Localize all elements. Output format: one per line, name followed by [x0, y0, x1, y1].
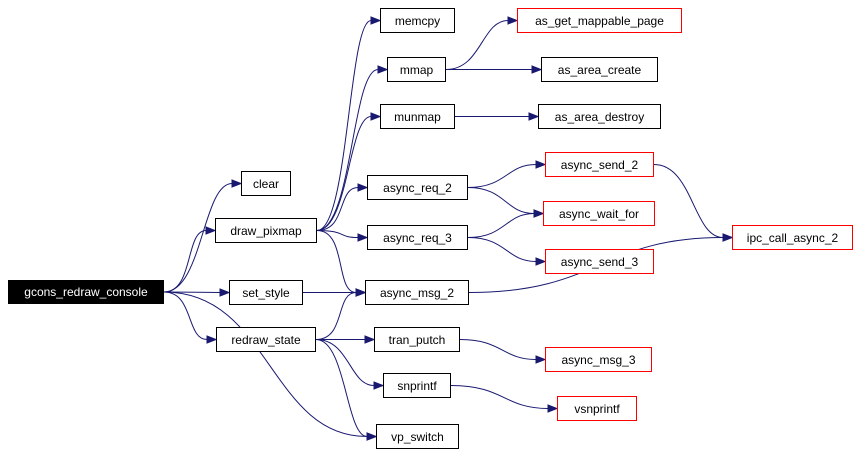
edge-line	[467, 213, 535, 238]
edge-arrowhead	[355, 288, 367, 297]
edge-arrowhead	[722, 233, 734, 242]
edge-line	[315, 339, 375, 386]
edge-line	[316, 230, 359, 238]
edge-snprintf-to-vsnprintf	[450, 385, 559, 413]
edge-arrowhead	[205, 226, 217, 235]
edge-redraw-state-to-snprintf	[315, 339, 385, 390]
node-mmap[interactable]: mmap	[387, 57, 446, 82]
edge-line	[459, 339, 537, 360]
node-gcons-redraw-console[interactable]: gcons_redraw_console	[8, 280, 164, 304]
node-async-req-2[interactable]: async_req_2	[367, 175, 468, 200]
edge-line	[315, 339, 368, 437]
node-async-wait-for[interactable]: async_wait_for	[543, 201, 655, 226]
edge-mmap-to-as-area-create	[446, 65, 543, 74]
edge-line	[163, 230, 207, 293]
edge-async-req-3-to-async-send-3	[467, 237, 547, 266]
edge-redraw-state-to-async-msg-2	[315, 288, 367, 340]
edge-arrowhead	[507, 16, 519, 25]
edge-line	[316, 187, 359, 231]
edge-line	[163, 291, 368, 437]
node-as-get-mappable-page[interactable]: as_get_mappable_page	[517, 8, 682, 33]
edge-redraw-state-to-vp-switch	[315, 339, 378, 441]
edge-draw-pixmap-to-munmap	[316, 112, 382, 231]
node-ipc-call-async-2[interactable]: ipc_call_async_2	[732, 225, 853, 250]
edge-async-req-3-to-async-wait-for	[467, 209, 545, 238]
edge-arrowhead	[535, 160, 547, 169]
node-async-req-3[interactable]: async_req_3	[367, 225, 468, 250]
edge-line	[445, 20, 509, 70]
edge-mmap-to-as-get-mappable-page	[445, 16, 519, 70]
edge-arrowhead	[219, 288, 231, 297]
edge-draw-pixmap-to-memcpy	[316, 16, 382, 231]
edge-arrowhead	[206, 335, 218, 344]
edge-line	[316, 116, 372, 231]
edge-arrowhead	[364, 335, 376, 344]
edge-line	[316, 20, 372, 231]
edge-draw-pixmap-to-async-req-2	[316, 183, 369, 231]
edge-munmap-to-as-area-destroy	[455, 112, 540, 121]
edge-line	[653, 164, 724, 238]
node-munmap[interactable]: munmap	[380, 104, 455, 129]
edge-line	[315, 292, 357, 340]
edge-async-req-2-to-async-send-2	[467, 160, 547, 188]
node-async-msg-3[interactable]: async_msg_3	[545, 347, 652, 372]
edge-line	[467, 187, 535, 214]
node-set-style[interactable]: set_style	[229, 280, 303, 305]
edge-arrowhead	[531, 65, 543, 74]
node-async-msg-2[interactable]: async_msg_2	[365, 280, 469, 305]
node-draw-pixmap[interactable]: draw_pixmap	[215, 218, 317, 243]
edge-arrowhead	[535, 355, 547, 364]
edge-line	[467, 164, 537, 188]
edge-arrowhead	[370, 112, 382, 121]
node-vsnprintf[interactable]: vsnprintf	[557, 396, 637, 421]
node-tran-putch[interactable]: tran_putch	[374, 327, 460, 352]
edge-arrowhead	[528, 112, 540, 121]
edge-arrowhead	[373, 381, 385, 390]
edge-line	[163, 291, 208, 340]
edge-arrowhead	[231, 179, 243, 188]
edge-tran-putch-to-async-msg-3	[459, 339, 547, 364]
node-as-area-create[interactable]: as_area_create	[541, 57, 658, 82]
node-memcpy[interactable]: memcpy	[380, 8, 455, 33]
edge-gcons-redraw-console-to-redraw-state	[163, 291, 218, 344]
edge-line	[316, 230, 357, 293]
edge-arrowhead	[377, 65, 389, 74]
edge-arrowhead	[357, 183, 369, 192]
node-snprintf[interactable]: snprintf	[383, 373, 451, 398]
edge-arrowhead	[357, 233, 369, 242]
edge-async-req-2-to-async-wait-for	[467, 187, 545, 218]
node-redraw-state[interactable]: redraw_state	[216, 327, 316, 352]
node-vp-switch[interactable]: vp_switch	[376, 424, 459, 449]
node-clear[interactable]: clear	[241, 171, 291, 196]
edge-line	[316, 69, 379, 231]
edge-line	[467, 237, 537, 262]
edge-gcons-redraw-console-to-vp-switch	[163, 291, 378, 441]
edge-arrowhead	[533, 209, 545, 218]
edge-line	[450, 385, 549, 409]
edge-arrowhead	[547, 404, 559, 413]
edge-draw-pixmap-to-async-req-3	[316, 230, 369, 242]
edge-arrowhead	[370, 16, 382, 25]
edge-gcons-redraw-console-to-draw-pixmap	[163, 226, 217, 293]
node-async-send-3[interactable]: async_send_3	[545, 249, 654, 274]
edge-draw-pixmap-to-mmap	[316, 65, 389, 231]
node-async-send-2[interactable]: async_send_2	[545, 152, 654, 177]
edge-redraw-state-to-tran-putch	[316, 335, 376, 344]
edge-arrowhead	[366, 432, 378, 441]
node-as-area-destroy[interactable]: as_area_destroy	[538, 104, 661, 129]
edge-arrowhead	[535, 257, 547, 266]
edge-async-send-2-to-ipc-call-async-2	[653, 164, 734, 242]
